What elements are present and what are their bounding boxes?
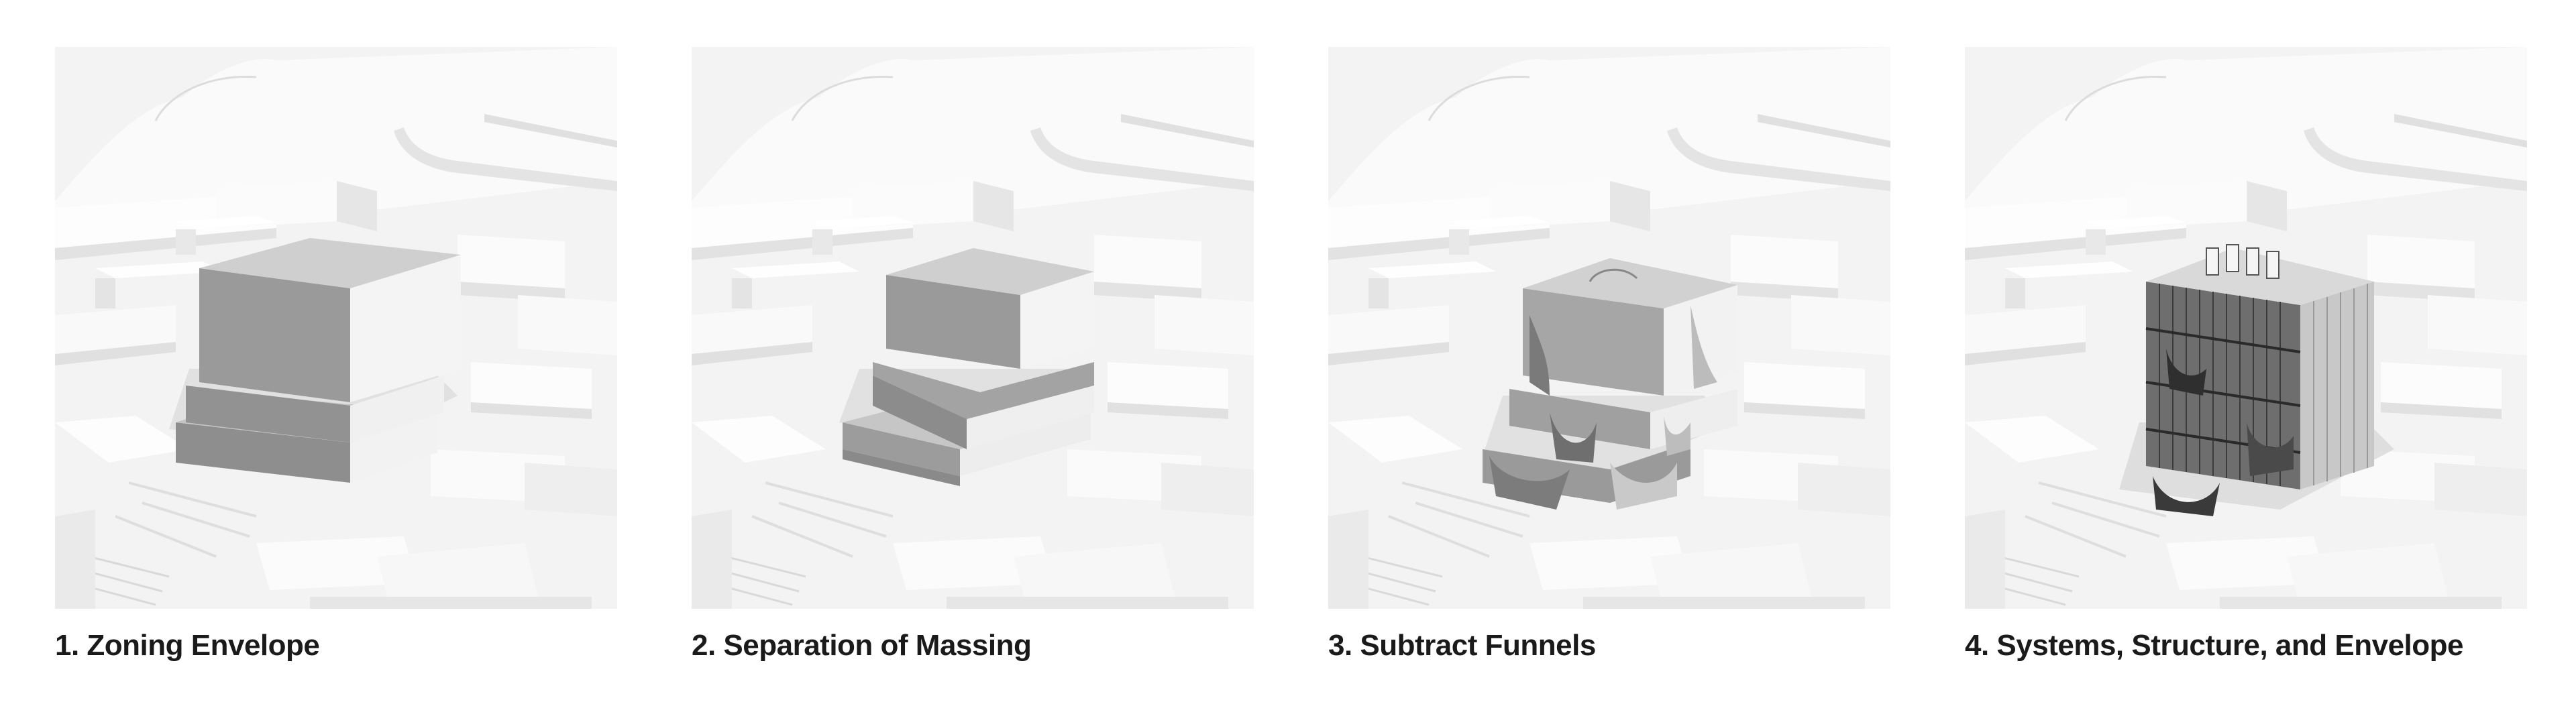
systems-structure-envelope-diagram (1965, 47, 2527, 609)
massing-tier-middle (186, 386, 350, 443)
massing-tier-top (1523, 288, 1664, 396)
step-4-caption: 4. Systems, Structure, and Envelope (1965, 629, 2463, 662)
step-2-caption: 2. Separation of Massing (692, 629, 1032, 662)
separation-of-massing-diagram (692, 47, 1254, 609)
zoning-envelope-diagram (55, 47, 617, 609)
subtract-funnels-panel (1328, 47, 1890, 609)
zoning-envelope-panel (55, 47, 617, 609)
separation-of-massing-panel (692, 47, 1254, 609)
massing-tier-top (886, 275, 1020, 369)
subtract-funnels-diagram (1328, 47, 1890, 609)
envelope-side-facade (2300, 282, 2374, 489)
massing-tier-middle (873, 375, 967, 449)
massing-tier-bottom (843, 449, 960, 486)
massing-tier-middle (1509, 389, 1650, 449)
step-3-caption: 3. Subtract Funnels (1328, 629, 1596, 662)
systems-structure-envelope-panel (1965, 47, 2527, 609)
massing-tier-top (199, 268, 350, 402)
step-1-caption: 1. Zoning Envelope (55, 629, 320, 662)
